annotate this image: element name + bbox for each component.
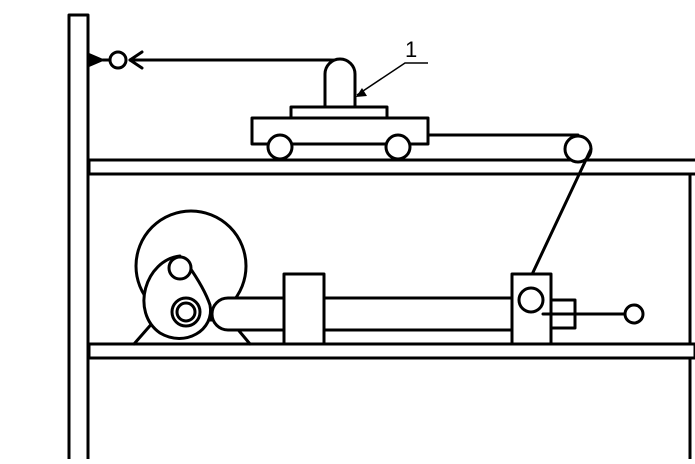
wall-anchor-icon: [88, 53, 104, 67]
connecting-rod: [210, 296, 286, 332]
callout-line: [356, 62, 428, 96]
crank-upper-pin: [167, 255, 193, 281]
cart: [250, 57, 430, 161]
crank-hub-inner: [175, 301, 197, 323]
output-terminal: [623, 303, 645, 325]
wall-post: [67, 13, 90, 463]
cart-wheel-right: [384, 133, 412, 161]
slider-pulley: [517, 286, 545, 314]
anchor-ring: [108, 50, 128, 70]
cart-wheel-left: [266, 133, 294, 161]
sensor-cable: [128, 58, 348, 64]
guide-block: [282, 272, 326, 346]
callout-arrowhead-icon: [356, 88, 367, 97]
crank-drum-assembly: [132, 209, 252, 346]
cart-plate: [289, 105, 389, 120]
cart-sensor: [323, 57, 357, 109]
slide-rail: [321, 296, 515, 332]
callout-label-1: 1: [405, 37, 417, 62]
callout-leader: [356, 62, 428, 96]
lower-shelf: [87, 342, 695, 360]
upper-shelf: [87, 158, 695, 176]
